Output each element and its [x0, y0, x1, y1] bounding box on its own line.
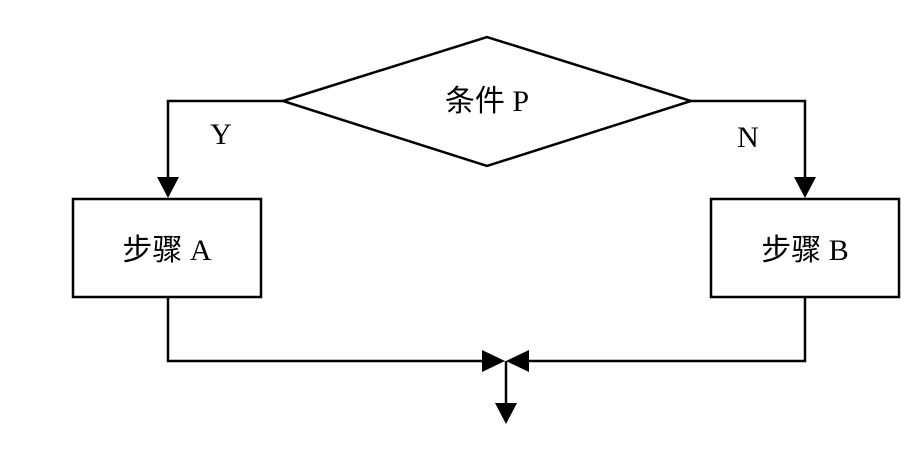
yes-label: Y [210, 118, 232, 151]
step-b-merge-line [527, 297, 807, 363]
step-a-label: 步骤 A [122, 234, 211, 267]
no-branch-arrowhead [794, 177, 816, 198]
step-a-merge-line [166, 297, 484, 363]
condition-label: 条件 P [445, 85, 529, 118]
no-label: N [737, 121, 759, 154]
step-b-label: 步骤 B [761, 234, 849, 267]
yes-branch-line [166, 99, 283, 180]
exit-arrowhead [495, 403, 517, 424]
yes-branch-arrowhead [157, 177, 179, 198]
step-b-merge-arrowhead [506, 350, 529, 372]
step-a-box [71, 197, 263, 299]
no-branch-line [691, 99, 807, 180]
step-a-merge-arrowhead [482, 350, 505, 372]
